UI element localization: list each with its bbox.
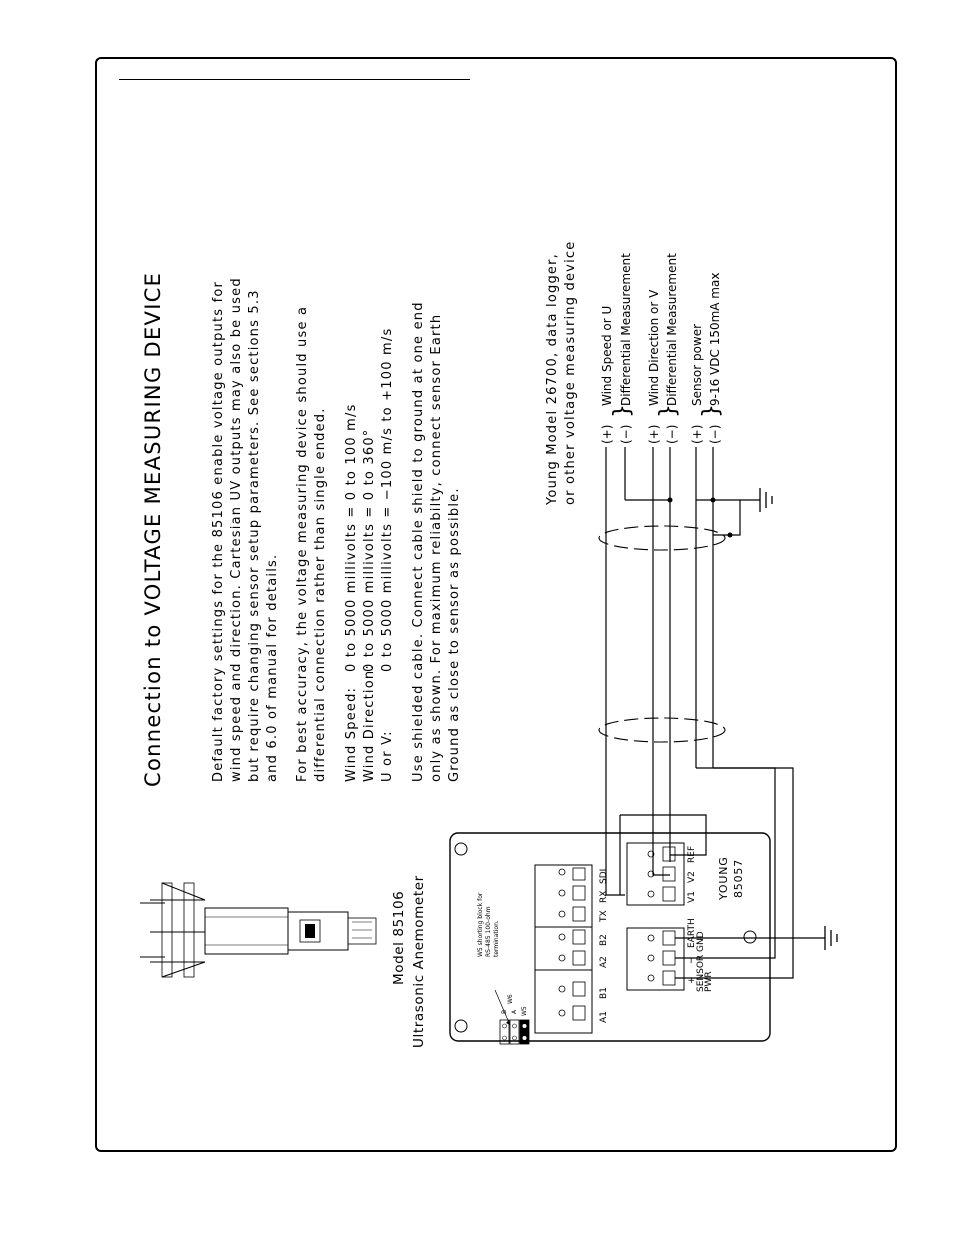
instruction-text: Connection to VOLTAGE MEASURING DEVICE D…	[141, 272, 462, 787]
para2-line2: differential connection rather than sing…	[313, 407, 328, 782]
sensor-model: Model 85106	[391, 891, 407, 985]
pair2-label2: Differential Measurement	[665, 253, 679, 406]
pair3-minus: (−)	[708, 425, 722, 444]
term-label-b2: B2	[599, 934, 609, 946]
junction-dot	[667, 497, 673, 503]
range-uv-value: 0 to 5000 millivolts = −100 m/s to +100 …	[380, 328, 395, 672]
range-uv-label: U or V:	[380, 730, 395, 782]
range-speed-value: 0 to 5000 millivolts = 0 to 100 m/s	[344, 403, 359, 672]
board-brand: YOUNG	[717, 856, 730, 901]
pair3-brace: }	[699, 404, 724, 418]
para1-line2: wind speed and direction. Cartesian UV o…	[229, 277, 244, 782]
ground-symbol	[824, 926, 838, 950]
junction-dot	[710, 497, 716, 503]
anemometer-drawing	[140, 882, 377, 978]
w5-note-line2: RS-485 100-ohm	[485, 906, 492, 957]
wiring	[605, 447, 825, 979]
term-label-a1: A1	[599, 1011, 609, 1023]
term-label-v1: V1	[687, 891, 697, 903]
page-frame	[95, 57, 897, 1152]
range-direction-label: Wind Direction:	[362, 664, 377, 782]
board-model: 85057	[732, 859, 745, 898]
term-label-b1: B1	[599, 987, 609, 999]
junction-dot	[727, 532, 733, 538]
header-rule	[119, 79, 470, 80]
mounting-hole	[454, 842, 468, 856]
para1-line1: Default factory settings for the 85106 e…	[211, 281, 226, 782]
jumper-label-w5: W5	[521, 1006, 528, 1016]
pair2-plus: (+)	[647, 425, 661, 444]
term-label-minus: −	[687, 956, 697, 964]
page-title: Connection to VOLTAGE MEASURING DEVICE	[141, 272, 165, 787]
device-line1: Young Model 26700, data logger,	[545, 253, 560, 506]
board-outline	[449, 832, 771, 1042]
mounting-hole	[743, 930, 757, 944]
term-label-v2: V2	[687, 871, 697, 883]
term-label-plus: +	[687, 976, 697, 984]
pair1-label2: Differential Measurement	[619, 253, 633, 406]
pair1-minus: (−)	[619, 425, 633, 444]
mounting-hole	[454, 1019, 468, 1033]
range-direction-value: 0 to 5000 millivolts = 0 to 360°	[362, 429, 377, 673]
pair2-minus: (−)	[665, 425, 679, 444]
cable-shield	[598, 525, 726, 743]
term-label-pwr: PWR	[704, 971, 714, 992]
jumper-label-b: B	[501, 1010, 508, 1014]
term-label-a2: A2	[599, 956, 609, 968]
term-label-sensor-gnd: SENSOR GND	[696, 931, 706, 992]
para1-line3: but require changing sensor setup parame…	[247, 289, 262, 782]
term-label-tx: TX	[599, 910, 609, 923]
w5-note-line3: termination.	[493, 920, 500, 957]
terminal-board: W5 shorting block for RS-485 100-ohm ter…	[449, 832, 771, 1045]
voltage-terminal-strip	[626, 842, 685, 906]
para4-line2: only as shown. For maximum reliabilty, c…	[429, 314, 444, 782]
pair1-brace: }	[610, 404, 635, 418]
range-speed-label: Wind Speed:	[344, 687, 359, 782]
ground-symbol	[759, 488, 773, 512]
pair3-label1: Sensor power	[690, 324, 704, 406]
term-label-rx: RX	[599, 891, 609, 903]
w5-note-line1: W5 shorting block for	[477, 892, 484, 957]
para2-line1: For best accuracy, the voltage measuring…	[295, 306, 310, 782]
para4-line1: Use shielded cable. Connect cable shield…	[411, 301, 426, 782]
para1-line4: and 6.0 of manual for details.	[265, 554, 280, 782]
jumper-block: B A W6 W5	[499, 994, 530, 1045]
jumper-label-a: A	[511, 1009, 518, 1014]
device-line2: or other voltage measuring device	[563, 241, 578, 505]
pair2-brace: }	[656, 404, 681, 418]
pair3-plus: (+)	[690, 425, 704, 444]
pair1-plus: (+)	[600, 425, 614, 444]
term-label-sdi: SDI	[599, 869, 609, 884]
pair1-label1: Wind Speed or U	[600, 306, 614, 406]
jumper-label-w6: W6	[507, 994, 514, 1004]
comm-terminal-strip	[534, 864, 593, 1034]
pair3-label2: 9-16 VDC 150mA max	[708, 273, 722, 406]
pair2-label1: Wind Direction or V	[647, 289, 661, 406]
term-label-earth: EARTH	[687, 918, 697, 948]
para4-line3: Ground as close to sensor as possible.	[447, 487, 462, 782]
sensor-name: Ultrasonic Anemometer	[411, 875, 427, 1048]
power-terminal-strip	[626, 927, 685, 991]
